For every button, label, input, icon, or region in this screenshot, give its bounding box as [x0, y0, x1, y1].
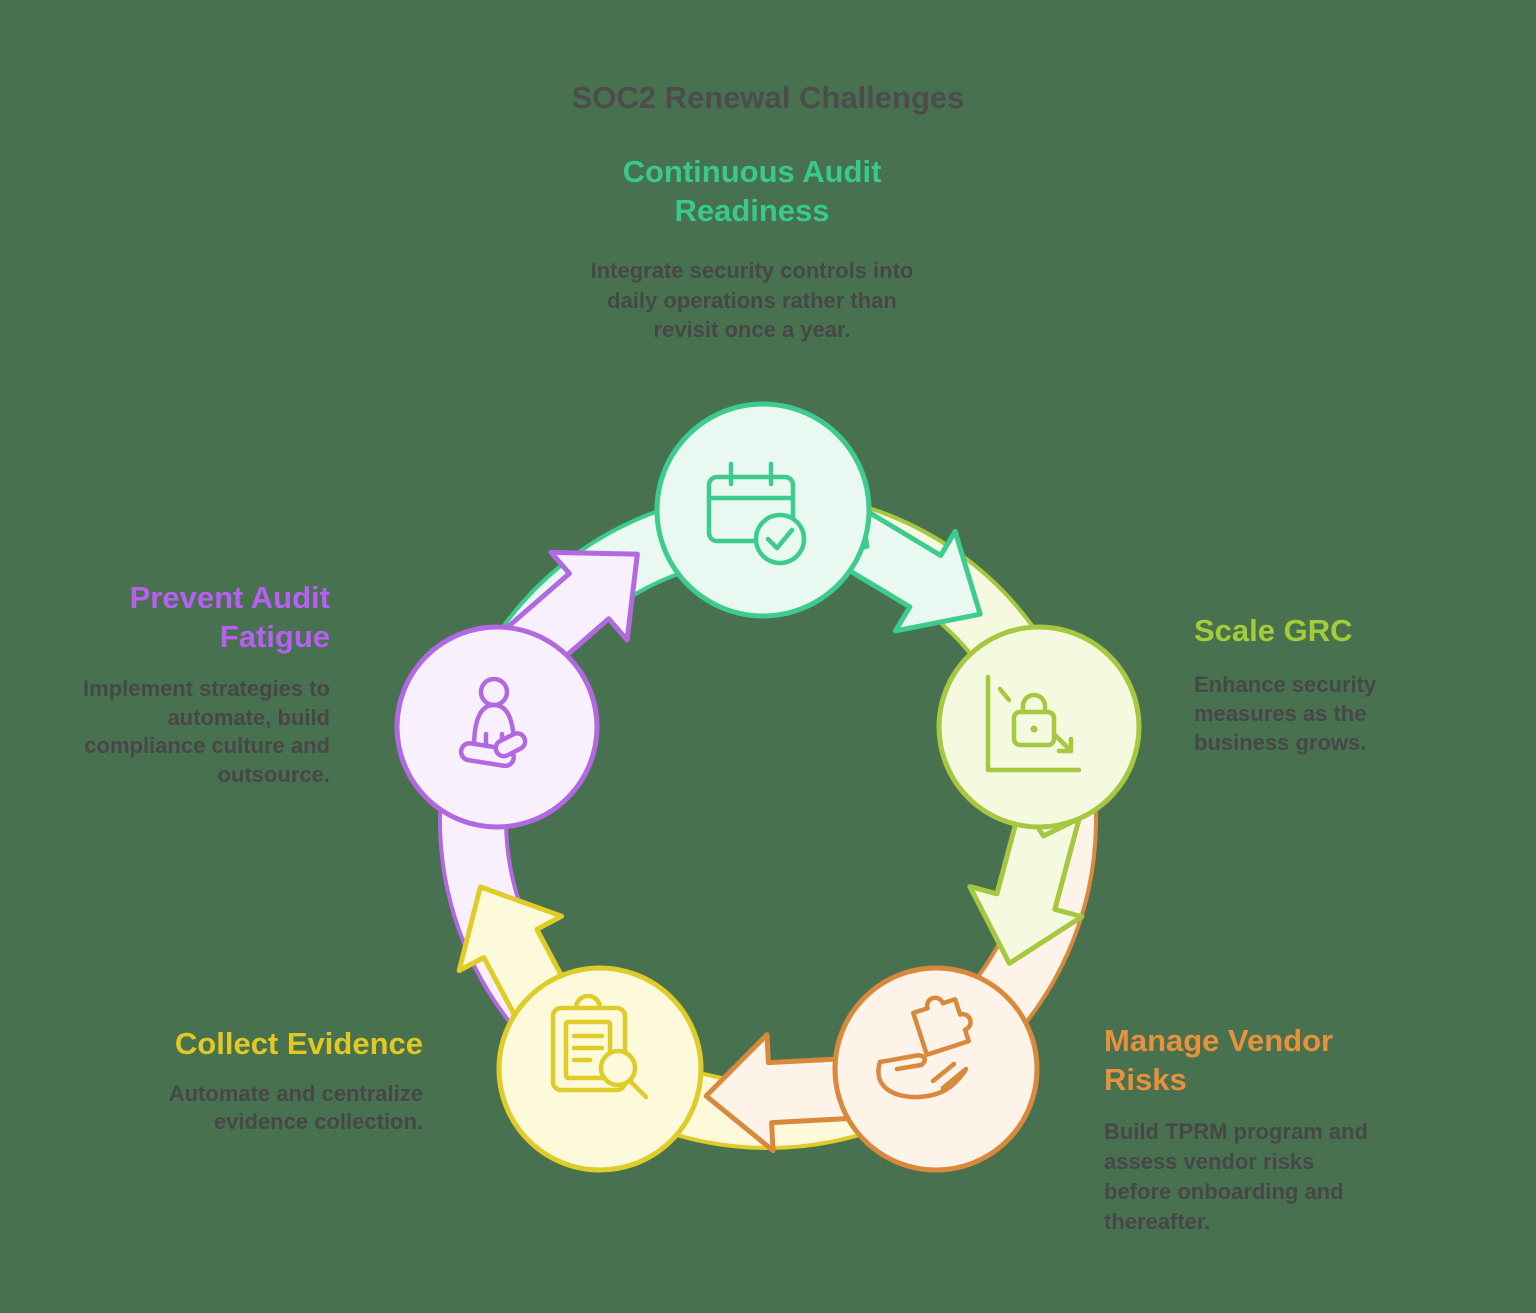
- node-prevent-audit-fatigue: [394, 624, 600, 830]
- diagram-title: SOC2 Renewal Challenges: [571, 80, 965, 115]
- chart-lock-icon: [985, 674, 1082, 773]
- node-description: Implement strategies to automate, build …: [83, 676, 330, 787]
- node-label: Continuous Audit Readiness: [622, 154, 882, 228]
- label-block-prevent-audit-fatigue: Prevent Audit Fatigue Implement strategi…: [60, 578, 330, 789]
- node-label: Manage Vendor Risks: [1104, 1023, 1334, 1097]
- node-continuous-audit-readiness: [654, 401, 872, 619]
- node-description: Enhance security measures as the busines…: [1194, 672, 1377, 755]
- node-collect-evidence: [496, 965, 704, 1173]
- node-label: Collect Evidence: [174, 1026, 423, 1061]
- node-description: Integrate security controls into daily o…: [590, 258, 914, 342]
- label-block-scale-grc: Scale GRC Enhance security measures as t…: [1194, 611, 1444, 757]
- node-circle: [654, 401, 872, 619]
- node-label: Scale GRC: [1194, 613, 1353, 648]
- label-block-continuous-audit-readiness: Continuous Audit Readiness Integrate sec…: [582, 152, 922, 345]
- node-circle: [832, 965, 1040, 1173]
- label-block-collect-evidence: Collect Evidence Automate and centralize…: [103, 1024, 423, 1136]
- node-scale-grc: [936, 624, 1142, 830]
- meditation-person-icon: [458, 676, 528, 769]
- hand-puzzle-icon: [876, 995, 973, 1100]
- node-manage-vendor-risks: [832, 965, 1040, 1173]
- node-circle: [394, 624, 600, 830]
- calendar-check-icon: [706, 461, 807, 566]
- label-block-manage-vendor-risks: Manage Vendor Risks Build TPRM program a…: [1104, 1021, 1370, 1237]
- node-description: Automate and centralize evidence collect…: [168, 1081, 423, 1134]
- clipboard-search-icon: [550, 993, 649, 1100]
- node-description: Build TPRM program and assess vendor ris…: [1104, 1119, 1368, 1234]
- node-label: Prevent Audit Fatigue: [129, 580, 330, 654]
